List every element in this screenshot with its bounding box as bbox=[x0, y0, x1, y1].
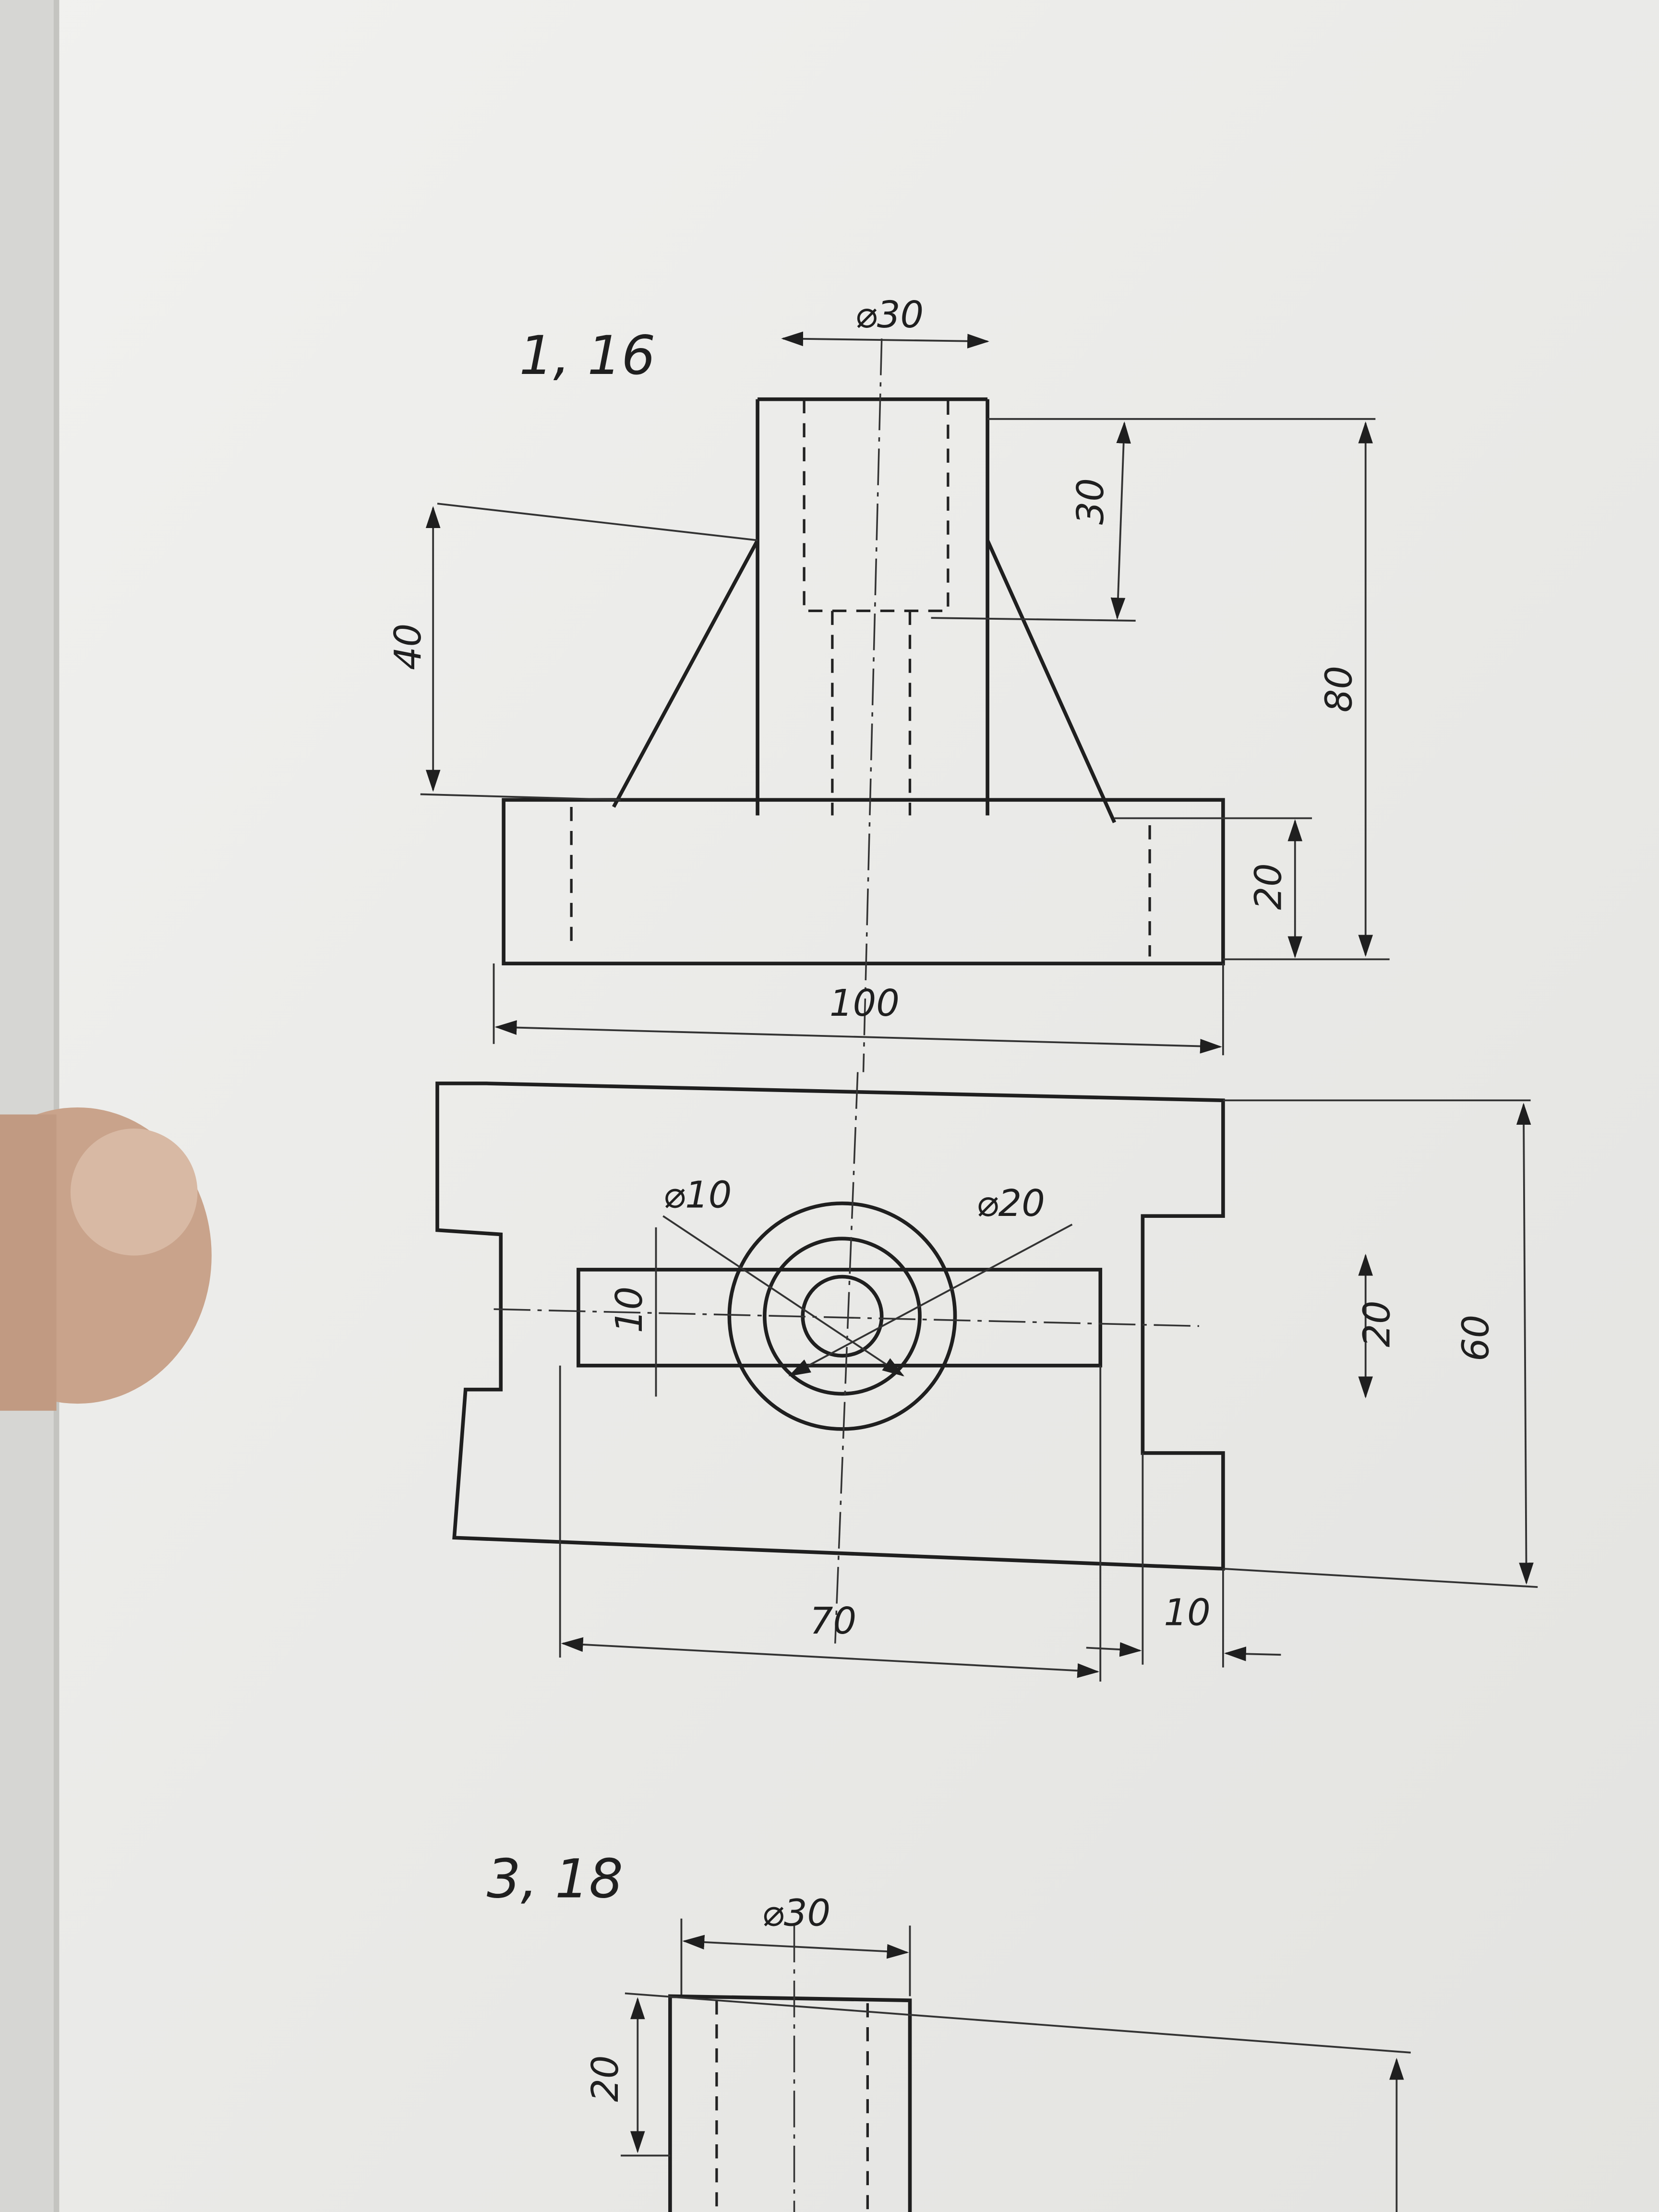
dim-rib-height: 40 bbox=[387, 624, 430, 670]
dim-boss-diameter: ⌀20 bbox=[976, 1182, 1045, 1225]
right-rib bbox=[986, 539, 1117, 823]
dim-total-height: 80 bbox=[1318, 666, 1360, 712]
top-view: ⌀10 ⌀20 10 20 60 70 10 bbox=[435, 1072, 1538, 1682]
front-view: ⌀30 30 40 80 20 100 bbox=[387, 294, 1390, 1072]
slot-outline bbox=[577, 1268, 1103, 1368]
top-centerline-horizontal bbox=[493, 1308, 1200, 1327]
drawing-number-1: 1, 16 bbox=[519, 325, 655, 387]
dim-line-width bbox=[1516, 1103, 1534, 1585]
dim-top-diameter: ⌀30 bbox=[855, 294, 924, 337]
dim-slot-width: 10 bbox=[608, 1286, 651, 1333]
left-rib bbox=[612, 539, 759, 808]
top-centerline-vertical bbox=[834, 1072, 859, 1644]
boss-outer-circle bbox=[727, 1201, 957, 1431]
ext-line bbox=[1223, 1568, 1538, 1588]
top-view-outline bbox=[435, 1082, 1225, 1571]
counterbore-hidden bbox=[803, 399, 950, 613]
dim-counterbore-depth: 30 bbox=[1070, 478, 1112, 525]
front-view-2: ⌀30 20 bbox=[584, 1892, 1411, 2212]
dim-line-base-length bbox=[494, 1020, 1222, 1054]
page-edge bbox=[0, 0, 54, 2212]
dim-arrow-right bbox=[1224, 1647, 1281, 1661]
dim-line-top-diameter bbox=[781, 331, 989, 349]
dim-base-height: 20 bbox=[1247, 863, 1290, 910]
ext-line bbox=[931, 617, 1136, 622]
dim-top-diameter-2: ⌀30 bbox=[762, 1892, 830, 1935]
leader-hole-diameter bbox=[662, 1215, 904, 1377]
leader-boss-diameter bbox=[788, 1224, 1073, 1377]
dim-notch-width: 20 bbox=[1356, 1300, 1399, 1347]
ext-line bbox=[420, 793, 621, 801]
dim-edge-offset: 10 bbox=[1164, 1591, 1210, 1634]
dim-slot-length: 70 bbox=[810, 1600, 856, 1643]
front-centerline bbox=[862, 338, 883, 1072]
cylinder-outline-2 bbox=[668, 1994, 912, 2212]
dim-base-length: 100 bbox=[830, 982, 900, 1025]
dim-arrow-left bbox=[1086, 1642, 1142, 1657]
dim-line-slot-length bbox=[561, 1637, 1100, 1678]
drawing-number-2: 3, 18 bbox=[487, 1848, 623, 1911]
dim-line-counterbore bbox=[1110, 421, 1131, 620]
boss-inner-circle bbox=[762, 1237, 922, 1396]
page-edge-line bbox=[53, 0, 60, 2212]
finger bbox=[0, 1107, 212, 1411]
base-outline bbox=[502, 798, 1225, 966]
dim-hole-diameter: ⌀10 bbox=[663, 1174, 732, 1217]
dim-width: 60 bbox=[1455, 1315, 1497, 1361]
ext-line bbox=[625, 1992, 1411, 2054]
ext-line bbox=[437, 503, 758, 541]
dim-top-height-2: 20 bbox=[584, 2056, 627, 2102]
dim-line-top-diameter-2 bbox=[682, 1935, 909, 1959]
